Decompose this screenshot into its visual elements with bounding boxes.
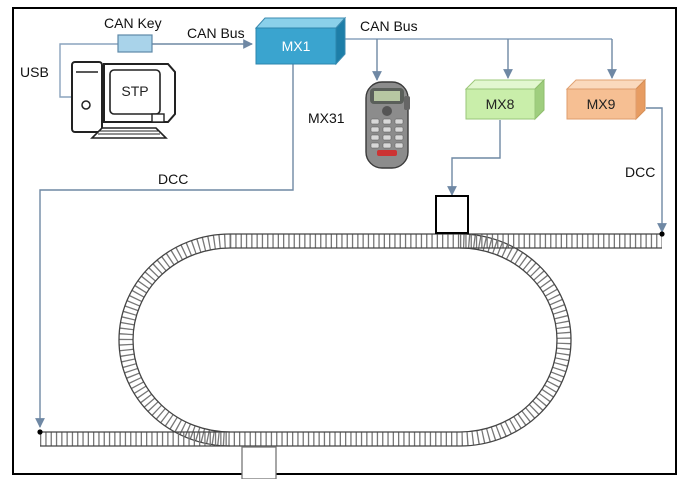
can-key-box — [117, 34, 153, 53]
mx8-label: MX8 — [486, 96, 515, 112]
track-block-top — [435, 195, 469, 234]
dcc-label-left: DCC — [158, 171, 188, 187]
track-end-dot-right — [659, 231, 665, 237]
track-end-dot-left — [37, 429, 43, 435]
mx9-device — [565, 78, 647, 121]
mx31-handheld — [365, 81, 410, 169]
can-bus-label-left: CAN Bus — [187, 25, 245, 41]
mx8-wire — [447, 120, 501, 196]
mx1-device — [254, 16, 347, 66]
dcc-label-right: DCC — [625, 164, 655, 180]
track-oval-rail-inner — [132, 247, 558, 433]
track-block-bottom — [241, 446, 277, 480]
usb-wire — [59, 43, 118, 98]
mx31-label: MX31 — [308, 110, 345, 126]
pc-label: STP — [121, 83, 148, 99]
dcc-wire-right — [646, 107, 667, 233]
usb-label: USB — [20, 64, 49, 80]
outer-border — [12, 7, 677, 475]
dcc-wire-left — [35, 64, 294, 428]
track — [37, 195, 665, 480]
mx8-device — [464, 78, 546, 121]
pc-icon — [71, 61, 176, 139]
mx1-label: MX1 — [282, 38, 311, 54]
track-oval-rail-outer — [118, 233, 572, 447]
can-key-label: CAN Key — [104, 15, 162, 31]
track-oval-ties — [119, 234, 571, 446]
can-bus-label-right: CAN Bus — [360, 18, 418, 34]
mx9-label: MX9 — [587, 96, 616, 112]
